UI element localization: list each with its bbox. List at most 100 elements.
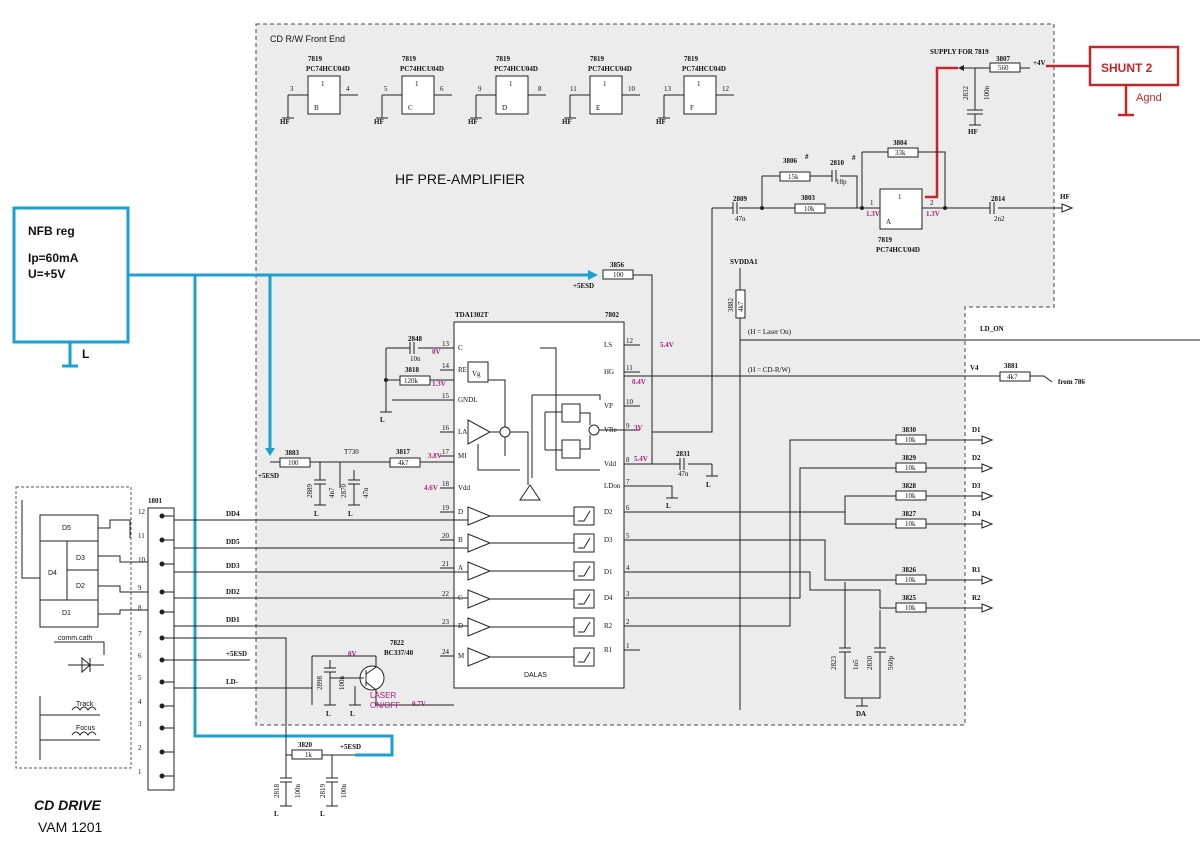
- ic-right-pin-number: 2: [626, 618, 630, 626]
- ic-left-pin-number: 23: [442, 618, 450, 626]
- connector-net-label: +5ESD: [226, 650, 247, 658]
- output-resistor-value: 10k: [905, 492, 916, 500]
- ic-right-pin-name: VP: [604, 402, 613, 410]
- svg-text:1.3V: 1.3V: [926, 210, 940, 218]
- output-resistor-ref: 3825: [902, 594, 917, 602]
- svg-text:D1: D1: [62, 610, 71, 617]
- svg-text:2814: 2814: [991, 195, 1006, 203]
- svg-text:560p: 560p: [887, 656, 895, 671]
- inverter-d: 7819 PC74HCU04D 1 D 9 8 HF: [468, 55, 546, 126]
- svg-text:L: L: [326, 710, 331, 718]
- svg-text:9: 9: [478, 85, 482, 93]
- ic-right-pin-name: Vdd: [604, 460, 617, 468]
- connector-net-label: DD4: [226, 510, 240, 518]
- svdda1-block: SVDDA1 3882 4k7: [727, 258, 758, 710]
- svg-text:D2: D2: [76, 583, 85, 590]
- connector-net-label: DD2: [226, 588, 240, 596]
- ic-left-pin-name: D: [458, 508, 463, 516]
- voltage-labels: 0V 1.3V 3.8V 4.6V 5.4V 0.4V 3V 5.4V 0V 0…: [348, 341, 674, 708]
- svg-text:2898: 2898: [316, 676, 324, 691]
- hf-amplifier: 3804 33k 3806 15k # 2810 18p # 2809 47n …: [652, 139, 1074, 433]
- output-arrow: [981, 491, 994, 501]
- svg-text:4k7: 4k7: [1007, 373, 1018, 381]
- output-net-label: D1: [972, 426, 981, 434]
- svg-text:PC74HCU04D: PC74HCU04D: [876, 246, 920, 254]
- svg-text:0.7V: 0.7V: [412, 700, 426, 708]
- connector-pin-number: 1: [138, 768, 142, 776]
- connector-net-label: DD3: [226, 562, 240, 570]
- output-resistor-ref: 3827: [902, 510, 917, 518]
- ic-right-pin-name: R2: [604, 622, 613, 630]
- svg-text:B: B: [314, 104, 319, 112]
- svg-text:3820: 3820: [298, 741, 313, 749]
- ic-right-pin-name: D3: [604, 536, 613, 544]
- connector-pin-number: 3: [138, 720, 142, 728]
- svg-text:LASER: LASER: [370, 691, 396, 700]
- output-resistor-value: 10k: [905, 436, 916, 444]
- inverter-f: 7819 PC74HCU04D 1 F 13 12 HF: [656, 55, 734, 126]
- svg-text:HF: HF: [468, 118, 478, 126]
- ic-right-pin-number: 7: [626, 478, 630, 486]
- svg-text:Focus: Focus: [76, 725, 96, 732]
- svg-text:DA: DA: [856, 710, 866, 718]
- svg-text:1801: 1801: [148, 497, 163, 505]
- svg-text:3882: 3882: [727, 298, 735, 313]
- ic-buffer-wire: [490, 537, 591, 549]
- transistor-7822: 7822 BC337/40 LASER ON/OFF 2898 100n L L: [311, 639, 454, 718]
- svg-text:2889: 2889: [306, 484, 314, 499]
- connector-pin-number: 7: [138, 630, 142, 638]
- output-arrow: [981, 435, 994, 445]
- connector-pin-number: 11: [138, 532, 145, 540]
- svg-text:V4: V4: [970, 364, 979, 372]
- ic-left-pin-name: MI: [458, 452, 467, 460]
- svg-text:6: 6: [440, 85, 444, 93]
- output-resistor-ref: 3829: [902, 454, 917, 462]
- svg-text:1: 1: [415, 80, 419, 88]
- ic-buffer-wire: [490, 565, 591, 577]
- output-net-label: D4: [972, 510, 981, 518]
- svg-text:5.4V: 5.4V: [634, 455, 648, 463]
- svg-text:47n: 47n: [735, 215, 746, 223]
- svg-text:1.3V: 1.3V: [432, 380, 446, 388]
- svg-text:3806: 3806: [783, 157, 798, 165]
- svg-text:4.6V: 4.6V: [424, 484, 438, 492]
- svg-text:3: 3: [290, 85, 294, 93]
- svg-text:120k: 120k: [404, 377, 419, 385]
- svg-text:TDA1302T: TDA1302T: [455, 311, 489, 319]
- right-signals: (H = Laser On) LD_ON (H = CD-R/W) V4 388…: [624, 325, 1200, 386]
- svg-text:#: #: [805, 153, 809, 161]
- svg-text:7819: 7819: [496, 55, 511, 63]
- svg-text:HF: HF: [1060, 193, 1070, 201]
- inverter-e: 7819 PC74HCU04D 1 E 11 10 HF: [562, 55, 640, 126]
- ic-right-pin-number: 10: [626, 398, 634, 406]
- connector-pin-number: 6: [138, 652, 142, 660]
- svg-text:7819: 7819: [590, 55, 605, 63]
- svg-text:(H = CD-R/W): (H = CD-R/W): [748, 366, 791, 374]
- inverter-gates: 7819 PC74HCU04D 1 B 3 4 HF 7819 PC74HCU0…: [280, 55, 734, 126]
- ic-buffer-wire: [490, 651, 591, 663]
- output-arrow: [981, 575, 994, 585]
- ic-left-pin-name: Vdd: [458, 484, 471, 492]
- output-caps: 2823 1n5 2830 560p DA: [830, 582, 895, 718]
- svg-text:100n: 100n: [294, 784, 302, 799]
- svg-text:2823: 2823: [830, 656, 838, 671]
- ic-left-pin-number: 13: [442, 340, 450, 348]
- svg-text:L: L: [350, 710, 355, 718]
- ic-left-pin-number: 16: [442, 424, 450, 432]
- svg-text:7822: 7822: [390, 639, 405, 647]
- svg-text:0V: 0V: [348, 650, 357, 658]
- svg-text:12: 12: [722, 85, 730, 93]
- ic-right-pin-number: 8: [626, 456, 630, 464]
- ic-buffer-amp: [467, 533, 492, 553]
- ic-filter-block: [573, 589, 595, 609]
- r3856: 3856 100 +5ESD: [573, 261, 653, 464]
- svg-text:2819: 2819: [319, 784, 327, 799]
- ic-left-pin-name: B: [458, 536, 463, 544]
- svg-text:7819: 7819: [402, 55, 417, 63]
- cd-drive: D5 D3 D4 D2 D1 comm.cath Track Focus CD …: [15, 486, 148, 835]
- ic-left-pin-number: 19: [442, 504, 450, 512]
- svg-text:0.4V: 0.4V: [632, 378, 646, 386]
- output-net-label: D3: [972, 482, 981, 490]
- ic-buffer-amp: [467, 589, 492, 609]
